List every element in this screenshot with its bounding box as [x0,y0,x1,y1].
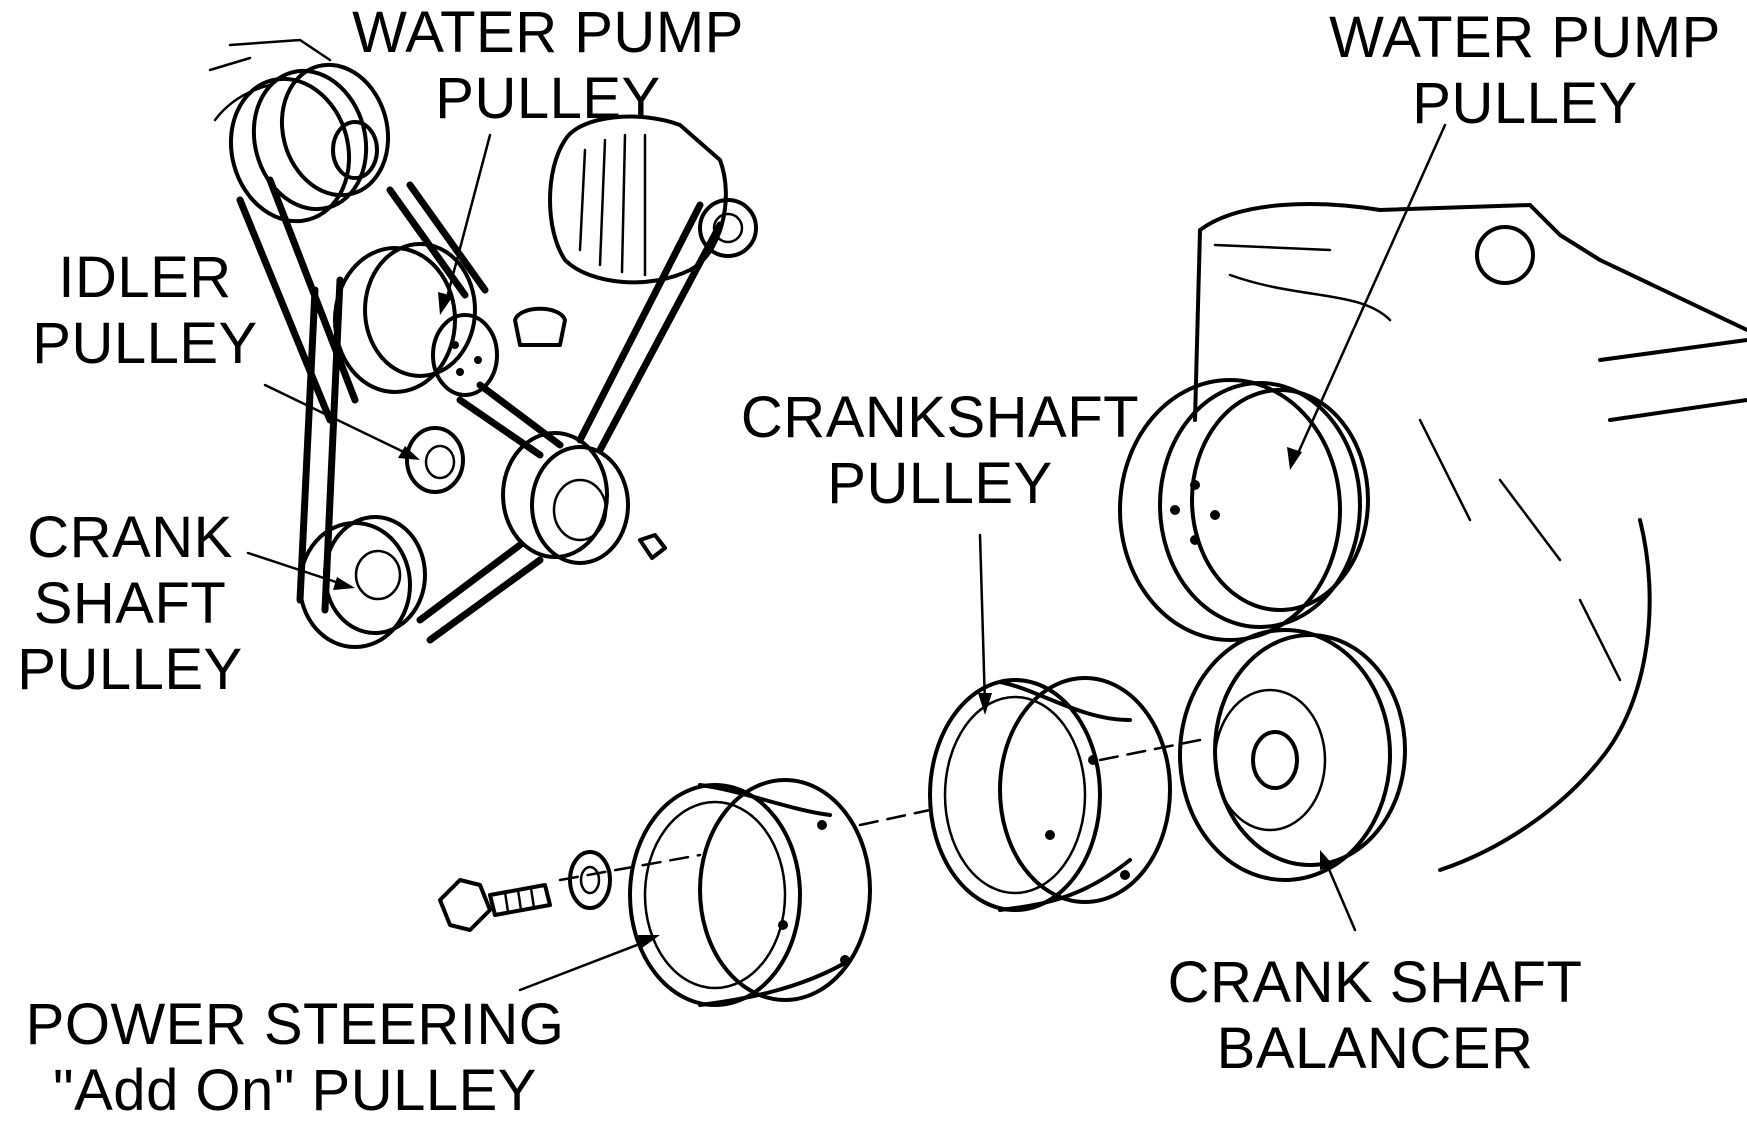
label-line: PULLEY [1412,71,1638,136]
label-line: CRANK [27,505,233,570]
label-crankshaft-pulley-center: CRANKSHAFT PULLEY [720,385,1160,517]
label-line: BALANCER [1216,1016,1534,1081]
label-idler-pulley: IDLER PULLEY [20,245,270,377]
engine-block-illustration [1118,202,1747,882]
label-water-pump-pulley-right: WATER PUMP PULLEY [1310,5,1740,137]
label-line: SHAFT [33,571,227,636]
alternator-part [548,114,758,285]
power-steering-addon-pulley-part [628,778,872,1007]
label-line: IDLER [58,245,232,310]
ps-pump-pulley-part [501,431,667,565]
label-water-pump-pulley-left: WATER PUMP PULLEY [338,0,758,132]
top-pulley-part [228,62,391,224]
label-crank-shaft-balancer: CRANK SHAFT BALANCER [1155,950,1595,1082]
label-line: CRANK SHAFT [1167,950,1583,1015]
label-line: CRANKSHAFT [740,385,1140,450]
water-pump-pulley-right-part [1118,378,1370,642]
drive-belts [236,176,724,644]
idler-pulley-part [405,426,465,494]
crankshaft-pulley-center-part [928,676,1172,912]
label-line: PULLEY [827,451,1053,516]
label-crank-shaft-pulley-left: CRANK SHAFT PULLEY [10,505,250,703]
label-line: PULLEY [17,637,243,702]
crank-pulley-left-part [298,515,427,649]
water-pump-pulley-left-part [333,242,499,397]
label-line: WATER PUMP [1329,5,1721,70]
label-line: WATER PUMP [352,0,744,65]
axis-line [558,738,1202,882]
label-line: POWER STEERING [25,992,565,1057]
crank-shaft-balancer-part [1178,628,1407,882]
bolt-and-washer-part [438,850,612,932]
leader-arrows [246,123,1447,992]
label-line: "Add On" PULLEY [53,1058,537,1123]
label-power-steering-addon-pulley: POWER STEERING "Add On" PULLEY [15,992,575,1124]
label-line: PULLEY [435,66,661,131]
label-line: PULLEY [32,311,258,376]
